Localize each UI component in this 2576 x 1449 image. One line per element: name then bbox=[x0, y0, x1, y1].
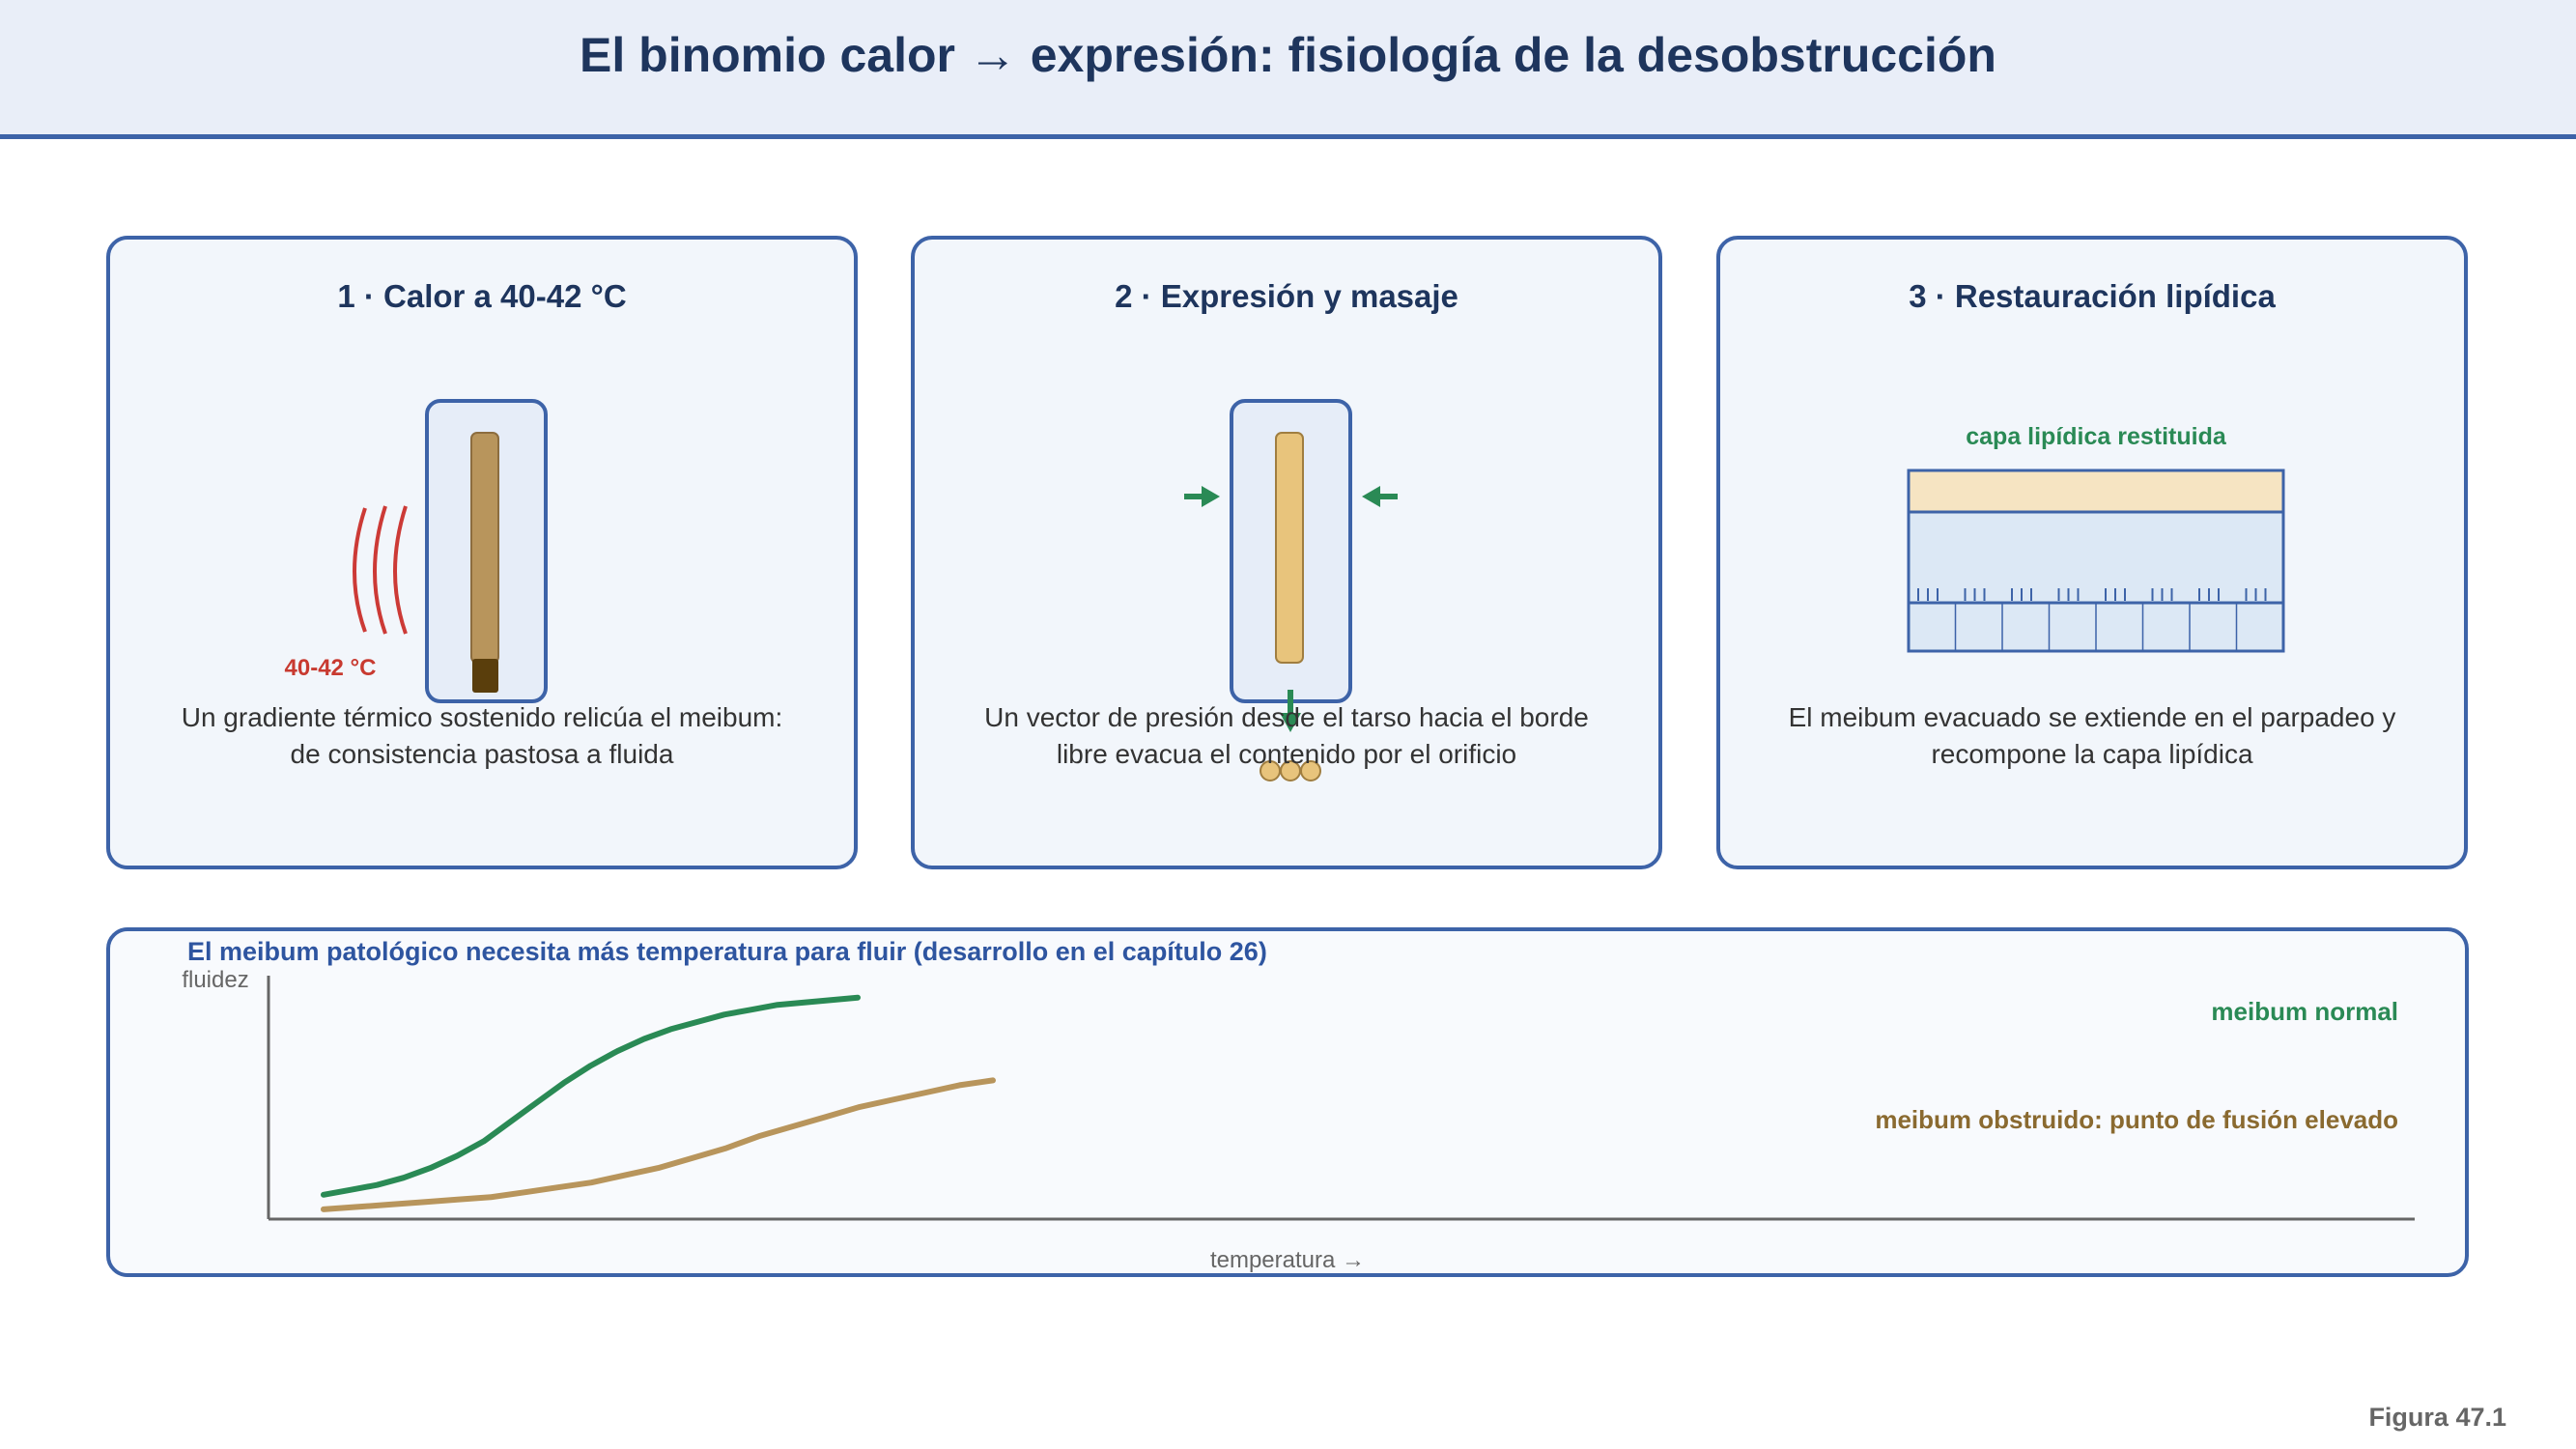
lipid-layer bbox=[1907, 469, 2285, 514]
panel-expression-description: Un vector de presión desde el tarso haci… bbox=[984, 702, 1589, 769]
heat-wave-icon bbox=[353, 507, 367, 633]
panel-expression-title: 2 · Expresión y masaje bbox=[1115, 278, 1458, 314]
heat-illustration: 40-42 °C bbox=[285, 399, 548, 703]
meibomian-gland bbox=[1275, 432, 1304, 664]
aqueous-layer bbox=[1907, 510, 2285, 605]
pressure-arrow-down-icon bbox=[1280, 690, 1301, 732]
panel-heat-description: Un gradiente térmico sostenido relicúa e… bbox=[181, 702, 783, 769]
gland-plug bbox=[472, 659, 498, 693]
panel-expression: 2 · Expresión y masaje Un vector de pres… bbox=[911, 236, 1662, 869]
tear-film-illustration: capa lipídica restituida bbox=[1907, 423, 2285, 653]
chart-title: El meibum patológico necesita más temper… bbox=[187, 937, 1267, 966]
pressure-arrow-left-icon bbox=[1184, 486, 1220, 507]
meibomian-gland bbox=[470, 432, 499, 664]
lipid-layer-label: capa lipídica restituida bbox=[1966, 423, 2227, 450]
panel-lipid-description: El meibum evacuado se extiende en el par… bbox=[1788, 702, 2396, 769]
mucin-layer bbox=[1917, 588, 2267, 601]
chart-panel bbox=[106, 927, 2469, 1277]
panel-heat: 1 · Calor a 40-42 °C 40-42 °C Un gradien… bbox=[106, 236, 858, 869]
heat-wave-icon bbox=[393, 505, 408, 635]
pressure-arrow-right-icon bbox=[1362, 486, 1398, 507]
figure-label: Figura 47.1 bbox=[2368, 1403, 2506, 1432]
epithelial-cells bbox=[1954, 603, 2238, 651]
heat-wave-icon bbox=[373, 505, 387, 635]
expression-illustration bbox=[1184, 399, 1398, 781]
panel-lipid-title: 3 · Restauración lipídica bbox=[1909, 278, 2276, 314]
temperature-label: 40-42 °C bbox=[285, 655, 377, 681]
panel-lipid: 3 · Restauración lipídica capa lipídica … bbox=[1716, 236, 2468, 869]
panel-heat-title: 1 · Calor a 40-42 °C bbox=[337, 278, 627, 314]
page-title: El binomio calor → expresión: fisiología… bbox=[580, 28, 1996, 82]
meibum-droplet bbox=[1300, 760, 1321, 781]
header-bar: El binomio calor → expresión: fisiología… bbox=[0, 0, 2576, 139]
